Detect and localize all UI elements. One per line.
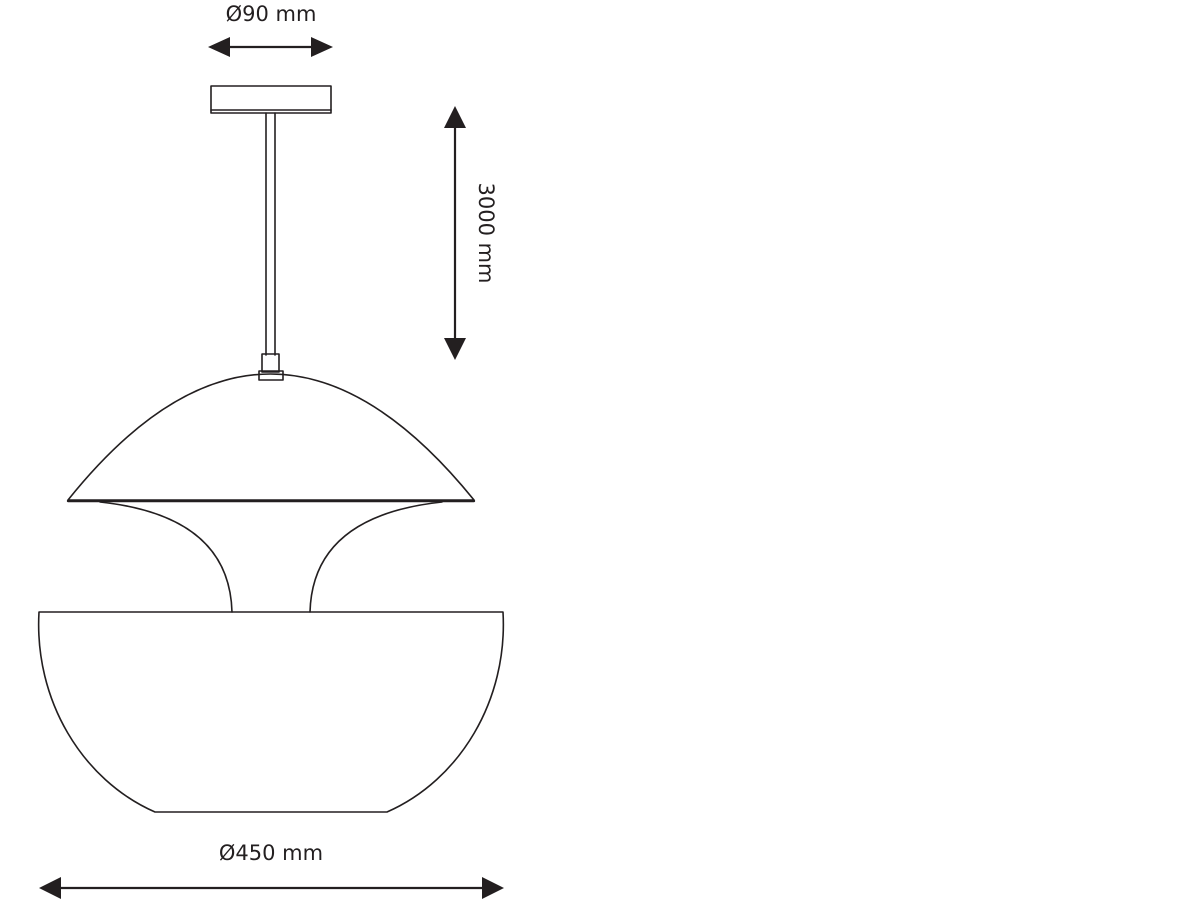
flared-neck-right <box>309 501 443 613</box>
shade-diameter-label: Ø450 mm <box>219 841 323 865</box>
cable-gland-nut <box>258 370 284 381</box>
cable-gland <box>261 353 280 373</box>
shade-dimension-arrow-left <box>39 877 61 899</box>
ceiling-canopy <box>210 85 332 114</box>
canopy-diameter-label: Ø90 mm <box>226 2 317 26</box>
shade-dimension-arrow-right <box>482 877 504 899</box>
cable-dimension-arrow-top <box>444 106 466 128</box>
upper-dome <box>67 373 475 501</box>
lower-bowl <box>37 611 505 813</box>
canopy-dimension-arrow-right <box>311 37 333 57</box>
cable-dimension-arrow-bottom <box>444 338 466 360</box>
cable-dimension: 3000 mm <box>444 106 498 360</box>
cable-length-label: 3000 mm <box>474 182 498 283</box>
shade-dimension: Ø450 mm <box>39 841 504 899</box>
canopy-dimension: Ø90 mm <box>208 2 333 57</box>
flared-neck-left <box>99 501 233 613</box>
canopy-dimension-arrow-left <box>208 37 230 57</box>
pendant-lamp <box>37 85 505 813</box>
